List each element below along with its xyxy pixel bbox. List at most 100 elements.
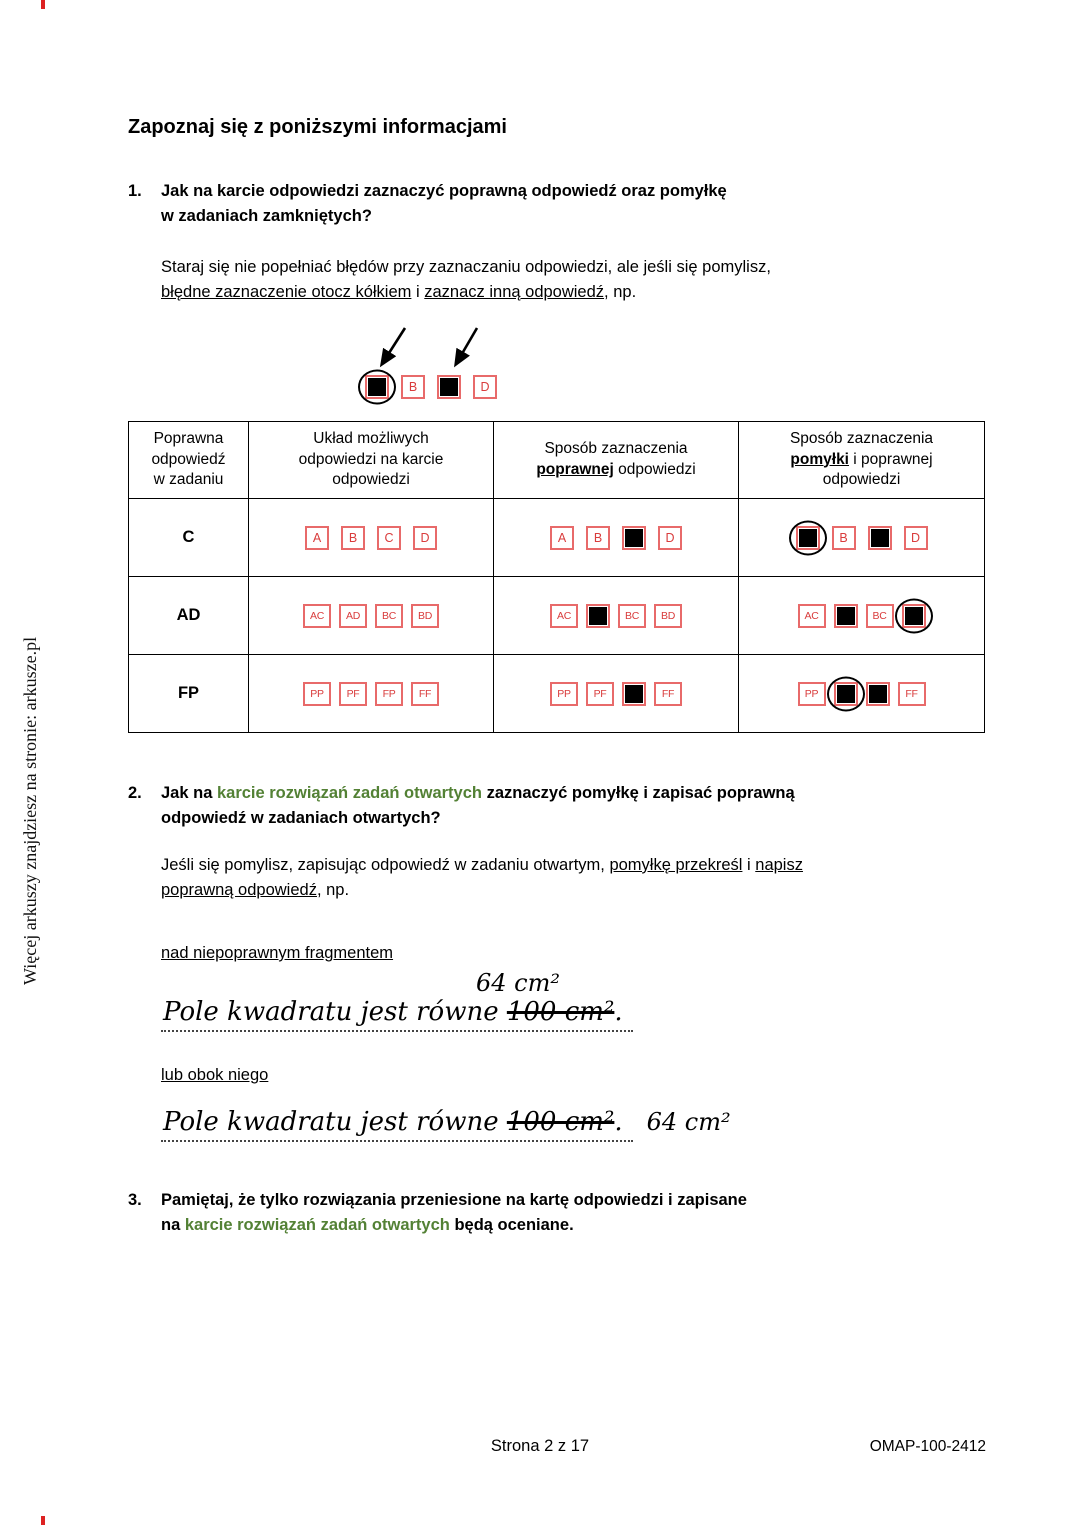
- answer-box: PF: [586, 681, 614, 706]
- handwritten-sentence-2: Pole kwadratu jest równe 100 cm². 64 cm²: [128, 1107, 984, 1143]
- item-1-heading-line1: Jak na karcie odpowiedzi zaznaczyć popra…: [161, 182, 727, 200]
- instruction-item-3: 3. Pamiętaj, że tylko rozwiązania przeni…: [128, 1188, 984, 1238]
- answer-box: PP: [550, 681, 578, 706]
- answer-box: PP: [303, 681, 331, 706]
- answer-box: B: [401, 374, 425, 399]
- answer-box-mistake-circled: [833, 681, 858, 706]
- item-2-heading: Jak na karcie rozwiązań zadań otwartych …: [161, 781, 795, 831]
- header-correct-answer: Poprawna odpowiedź w zadaniu: [128, 420, 249, 500]
- answer-box: AD: [339, 603, 367, 628]
- paragraph-line: Jeśli się pomylisz, zapisując odpowiedź …: [161, 853, 984, 879]
- item-3-line2: na karcie rozwiązań zadań otwartych będą…: [161, 1213, 747, 1238]
- heading-text: na: [161, 1215, 185, 1234]
- header-text: Sposób zaznaczenia: [544, 440, 688, 458]
- answer-box: AC: [550, 603, 578, 628]
- answer-box: BD: [411, 603, 439, 628]
- answer-box-filled: [622, 525, 646, 550]
- paragraph-line: poprawną odpowiedź, np.: [161, 878, 984, 904]
- underlined-text: napisz: [755, 855, 803, 874]
- answer-box: B: [341, 525, 365, 550]
- answer-box: AC: [797, 603, 826, 628]
- handwritten-correction-after: 64 cm²: [646, 1108, 731, 1137]
- paragraph-text: i: [742, 855, 756, 874]
- instruction-item-2: 2. Jak na karcie rozwiązań zadań otwarty…: [128, 781, 984, 831]
- cell-mistake: AC BC: [738, 576, 985, 656]
- handwritten-text: Pole kwadratu jest równe: [163, 1107, 507, 1138]
- cell-answer: FP: [128, 654, 249, 734]
- exam-code: OMAP-100-2412: [869, 1438, 986, 1455]
- answer-label: FP: [177, 684, 200, 703]
- item-3-heading: Pamiętaj, że tylko rozwiązania przeniesi…: [161, 1188, 747, 1238]
- answer-box: FP: [375, 681, 403, 706]
- handwritten-text: .: [614, 997, 623, 1028]
- handwriting-label-beside: lub obok niego: [161, 1066, 984, 1085]
- answer-box: PP: [797, 681, 826, 706]
- item-2-heading-line1: Jak na karcie rozwiązań zadań otwartych …: [161, 781, 795, 806]
- sidebar-watermark-text: Więcej arkuszy znajdziesz na stronie: ar…: [20, 636, 40, 985]
- header-correct-marking: Sposób zaznaczenia poprawnej odpowiedzi: [493, 420, 739, 500]
- cell-answer: AD: [128, 576, 249, 656]
- answer-box: BC: [865, 603, 894, 628]
- answer-box: A: [305, 525, 329, 550]
- instruction-item-1: 1. Jak na karcie odpowiedzi zaznaczyć po…: [128, 179, 984, 229]
- answer-box: AC: [303, 603, 331, 628]
- item-3-line1: Pamiętaj, że tylko rozwiązania przeniesi…: [161, 1191, 747, 1210]
- answer-boxes: AC BC: [739, 603, 984, 628]
- answer-box-filled: [867, 525, 892, 550]
- header-emphasis: pomyłki: [790, 450, 849, 468]
- answer-boxes: PP FF: [739, 681, 984, 706]
- cell-answer: C: [128, 498, 249, 578]
- item-number: 2.: [128, 784, 142, 803]
- pointer-arrows-icon: [379, 326, 479, 367]
- answer-box: D: [903, 525, 928, 550]
- answer-box: PF: [339, 681, 367, 706]
- item-number: 1.: [128, 182, 142, 200]
- paragraph-text: Jeśli się pomylisz, zapisując odpowiedź …: [161, 855, 610, 874]
- handwritten-line: Pole kwadratu jest równe 100 cm².: [161, 1107, 633, 1143]
- page-content: Zapoznaj się z poniższymi informacjami 1…: [128, 116, 985, 1238]
- item-2-heading-line2: odpowiedź w zadaniach otwartych?: [161, 809, 441, 828]
- answer-box-mistake-circled: [901, 603, 926, 628]
- handwritten-correction: 64 cm²: [476, 969, 560, 998]
- handwritten-sentence-1: Pole kwadratu jest równe 100 cm².: [128, 997, 984, 1033]
- answer-box-filled: [437, 374, 461, 399]
- answer-box: D: [658, 525, 682, 550]
- item-1-heading: Jak na karcie odpowiedzi zaznaczyć popra…: [161, 179, 727, 229]
- answer-box-filled: [865, 681, 890, 706]
- table-header-row: Poprawna odpowiedź w zadaniu Układ możli…: [128, 420, 985, 500]
- answer-box: D: [413, 525, 437, 550]
- cell-mistake: PP FF: [738, 654, 985, 734]
- answer-box: A: [550, 525, 574, 550]
- handwritten-text: .: [614, 1107, 623, 1138]
- answer-box: FF: [897, 681, 926, 706]
- answer-box-filled: [622, 681, 646, 706]
- answer-box: C: [377, 525, 401, 550]
- underlined-text: lub obok niego: [161, 1066, 269, 1085]
- heading-text: zaznaczyć pomyłkę i zapisać poprawną: [481, 784, 795, 803]
- paragraph-text: Staraj się nie popełniać błędów przy zaz…: [161, 257, 771, 276]
- underlined-text: błędne zaznaczenie otocz kółkiem: [161, 283, 412, 302]
- answer-box: BC: [618, 603, 646, 628]
- handwritten-line: Pole kwadratu jest równe 100 cm².: [161, 997, 633, 1033]
- header-text: odpowiedzi: [613, 461, 696, 478]
- paragraph-text: , np.: [604, 283, 637, 302]
- heading-text: Jak na: [161, 784, 217, 803]
- heading-green-text: karcie rozwiązań zadań otwartych: [216, 784, 482, 803]
